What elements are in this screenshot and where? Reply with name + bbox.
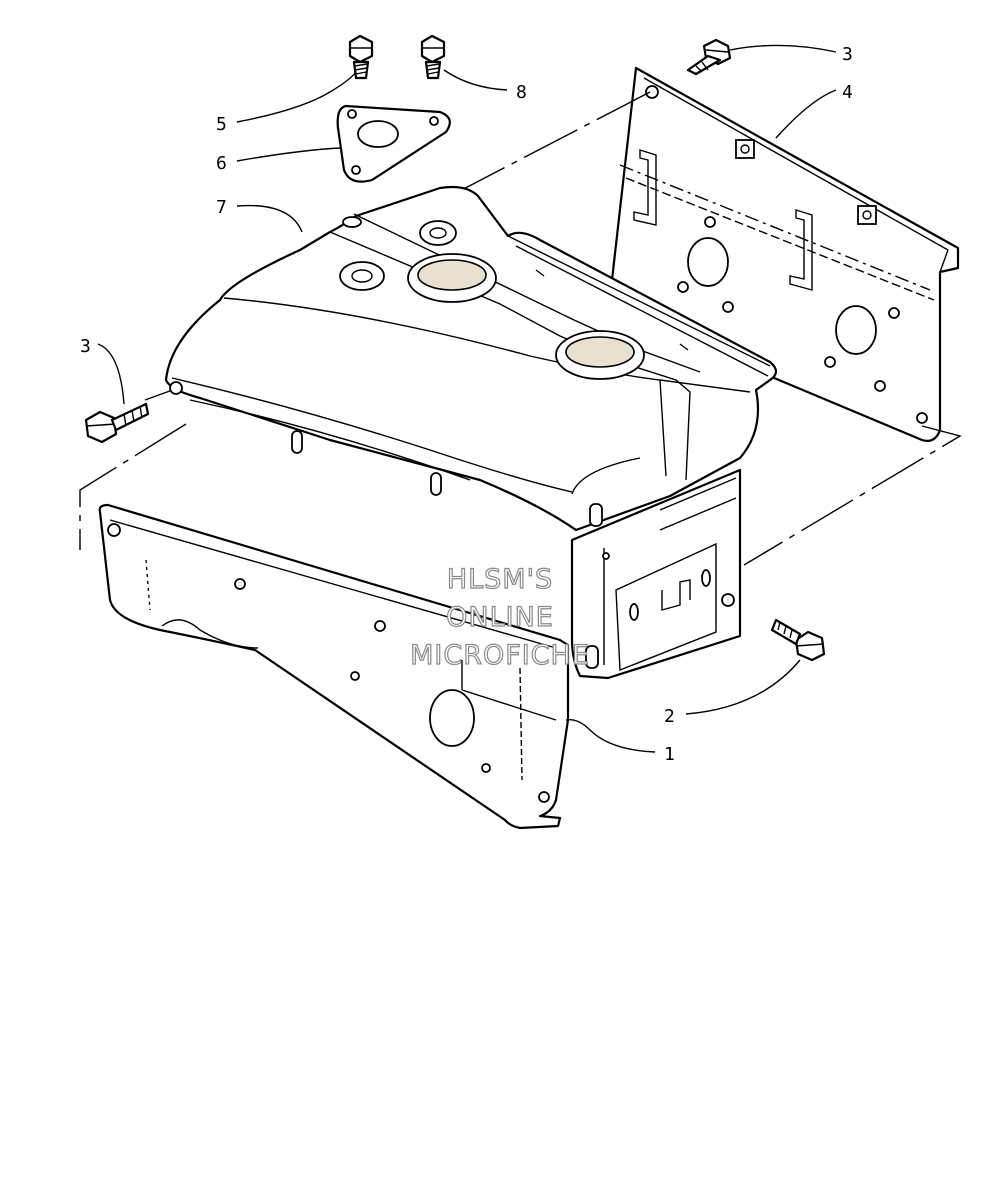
retainer-hole (351, 165, 361, 175)
retainer-hole (429, 116, 439, 126)
slot-icon (585, 645, 599, 669)
callout-3-left: 3 (80, 336, 91, 357)
mount-boss-icon (419, 220, 457, 246)
callout-3-right: 3 (842, 44, 853, 65)
bracket-hole (538, 791, 550, 803)
plate-hole (722, 301, 734, 313)
assembly-line (449, 91, 651, 197)
bolt-3-right (686, 38, 732, 76)
bolt-5 (348, 34, 374, 80)
bracket-hole (602, 552, 610, 560)
slot-icon (430, 472, 442, 496)
bracket-opening (429, 689, 475, 747)
assembly-line (743, 425, 962, 566)
plate-hole (704, 216, 716, 228)
bolt-8 (420, 34, 446, 80)
slot-icon (291, 430, 303, 454)
callout-1: 1 (664, 744, 675, 765)
leader-2 (685, 659, 801, 715)
bracket-hole (107, 523, 121, 537)
leader-5 (236, 71, 357, 123)
callout-8: 8 (516, 82, 527, 103)
bolt-3-left (84, 402, 150, 444)
mount-boss-icon (342, 216, 362, 228)
bolt-2 (770, 618, 826, 662)
retainer-hole (357, 120, 399, 148)
lower-mounting-bracket (98, 503, 570, 830)
leader-1 (565, 719, 656, 753)
retainer-plate (336, 104, 451, 183)
slot-icon (589, 503, 603, 527)
main-housing-cover (164, 185, 778, 532)
bracket-hole (350, 671, 360, 681)
leader-4 (775, 89, 837, 139)
callout-2: 2 (664, 706, 675, 727)
leader-3-right (729, 44, 837, 53)
slot-icon (629, 603, 639, 621)
callout-4: 4 (842, 82, 853, 103)
watermark-line-1: HLSM'S (447, 564, 553, 595)
leader-3-left (97, 343, 125, 405)
housing-hole (169, 381, 183, 395)
rear-mounting-plate (610, 66, 960, 442)
leader-7 (236, 204, 303, 233)
callout-5: 5 (216, 114, 227, 135)
assembly-line (79, 423, 187, 550)
watermark-line-2: ONLINE (446, 602, 554, 633)
slot-icon (701, 569, 711, 587)
plate-hole (645, 85, 659, 99)
weld-nut-icon (735, 139, 755, 159)
plate-hole (677, 281, 689, 293)
weld-nut-icon (857, 205, 877, 225)
bracket-hole (234, 578, 246, 590)
plate-opening (835, 305, 877, 355)
plate-opening (687, 237, 729, 287)
plate-hole (916, 412, 928, 424)
bracket-hole (374, 620, 386, 632)
callout-7: 7 (216, 197, 227, 218)
watermark-line-3: MICROFICHE (410, 640, 590, 671)
leader-6 (236, 147, 341, 162)
plate-hole (888, 307, 900, 319)
callout-6: 6 (216, 153, 227, 174)
bracket-hole (721, 593, 735, 607)
bracket-hole (481, 763, 491, 773)
side-mounting-bracket (570, 468, 742, 680)
leader-8 (443, 69, 508, 91)
mount-boss-icon (339, 261, 385, 291)
plate-hole (874, 380, 886, 392)
plate-hole (824, 356, 836, 368)
retainer-hole (347, 109, 357, 119)
